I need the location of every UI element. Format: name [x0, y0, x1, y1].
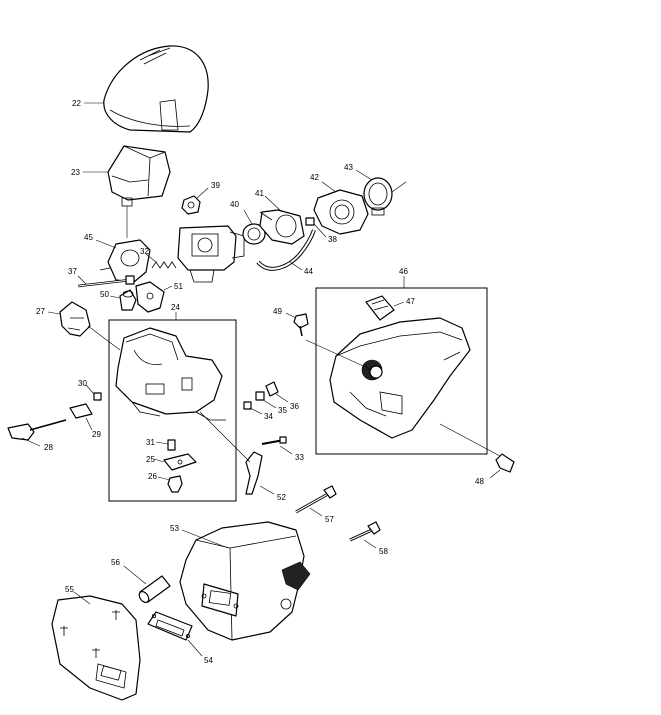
label-43: 43 — [344, 163, 353, 172]
label-24: 24 — [171, 303, 180, 312]
part-54-gasket — [147, 611, 193, 641]
label-22: 22 — [72, 99, 81, 108]
label-54: 54 — [204, 656, 213, 665]
part-25-plate — [163, 453, 197, 471]
part-27-bracket — [59, 301, 91, 337]
part-55-heat-shield — [51, 595, 141, 701]
part-47-gasket — [365, 295, 395, 321]
label-34: 34 — [264, 412, 273, 421]
label-35: 35 — [278, 406, 287, 415]
part-31-screw — [167, 439, 176, 451]
label-27: 27 — [36, 307, 45, 316]
label-52: 52 — [277, 493, 286, 502]
part-53-muffler — [179, 521, 311, 641]
label-51: 51 — [174, 282, 183, 291]
label-40: 40 — [230, 200, 239, 209]
label-48: 48 — [475, 477, 484, 486]
carburettor — [177, 225, 245, 283]
label-33: 33 — [295, 453, 304, 462]
part-37-bolt — [77, 275, 135, 288]
label-36: 36 — [290, 402, 299, 411]
label-38: 38 — [328, 235, 337, 244]
part-35-fitting — [255, 391, 265, 401]
part-33-screw — [261, 436, 287, 445]
label-47: 47 — [406, 297, 415, 306]
part-41-intake-flange — [259, 209, 305, 245]
group-box-46 — [315, 287, 488, 455]
part-50-bushing — [119, 289, 137, 311]
part-32-spring — [151, 261, 177, 269]
label-50: 50 — [100, 290, 109, 299]
part-23-filter-element — [107, 145, 171, 207]
label-37: 37 — [68, 267, 77, 276]
label-56: 56 — [111, 558, 120, 567]
label-41: 41 — [255, 189, 264, 198]
label-30: 30 — [78, 379, 87, 388]
part-40-gasket — [242, 223, 266, 245]
group-box-24 — [108, 319, 237, 502]
label-45: 45 — [84, 233, 93, 242]
part-39-nut — [181, 195, 201, 215]
label-44: 44 — [304, 267, 313, 276]
part-42-intake-manifold — [313, 189, 369, 235]
part-24-housing — [115, 327, 226, 421]
label-53: 53 — [170, 524, 179, 533]
part-46-cylinder-cover — [329, 317, 471, 439]
label-42: 42 — [310, 173, 319, 182]
part-43-clamp — [363, 177, 393, 216]
part-34-nut — [243, 401, 252, 410]
label-49: 49 — [273, 307, 282, 316]
part-28-lever — [7, 419, 67, 441]
label-28: 28 — [44, 443, 53, 452]
label-26: 26 — [148, 472, 157, 481]
part-56-spacer — [138, 575, 171, 604]
label-39: 39 — [211, 181, 220, 190]
label-55: 55 — [65, 585, 74, 594]
part-52-hose — [245, 451, 263, 495]
part-29-clip — [69, 403, 93, 419]
label-58: 58 — [379, 547, 388, 556]
label-29: 29 — [92, 430, 101, 439]
label-25: 25 — [146, 455, 155, 464]
part-30-nut — [93, 392, 102, 401]
part-36-fitting — [265, 381, 279, 397]
part-26-screw — [167, 475, 183, 493]
label-31: 31 — [146, 438, 155, 447]
part-22-filter-cover — [103, 45, 209, 133]
part-49-screw — [293, 313, 309, 337]
part-48-plug — [495, 453, 515, 473]
part-57-bolt — [295, 485, 337, 514]
label-57: 57 — [325, 515, 334, 524]
label-32: 32 — [140, 247, 149, 256]
part-51-bracket — [135, 281, 165, 313]
label-46: 46 — [399, 267, 408, 276]
part-38-fitting — [305, 217, 315, 226]
part-58-bolt — [349, 521, 381, 542]
label-23: 23 — [71, 168, 80, 177]
